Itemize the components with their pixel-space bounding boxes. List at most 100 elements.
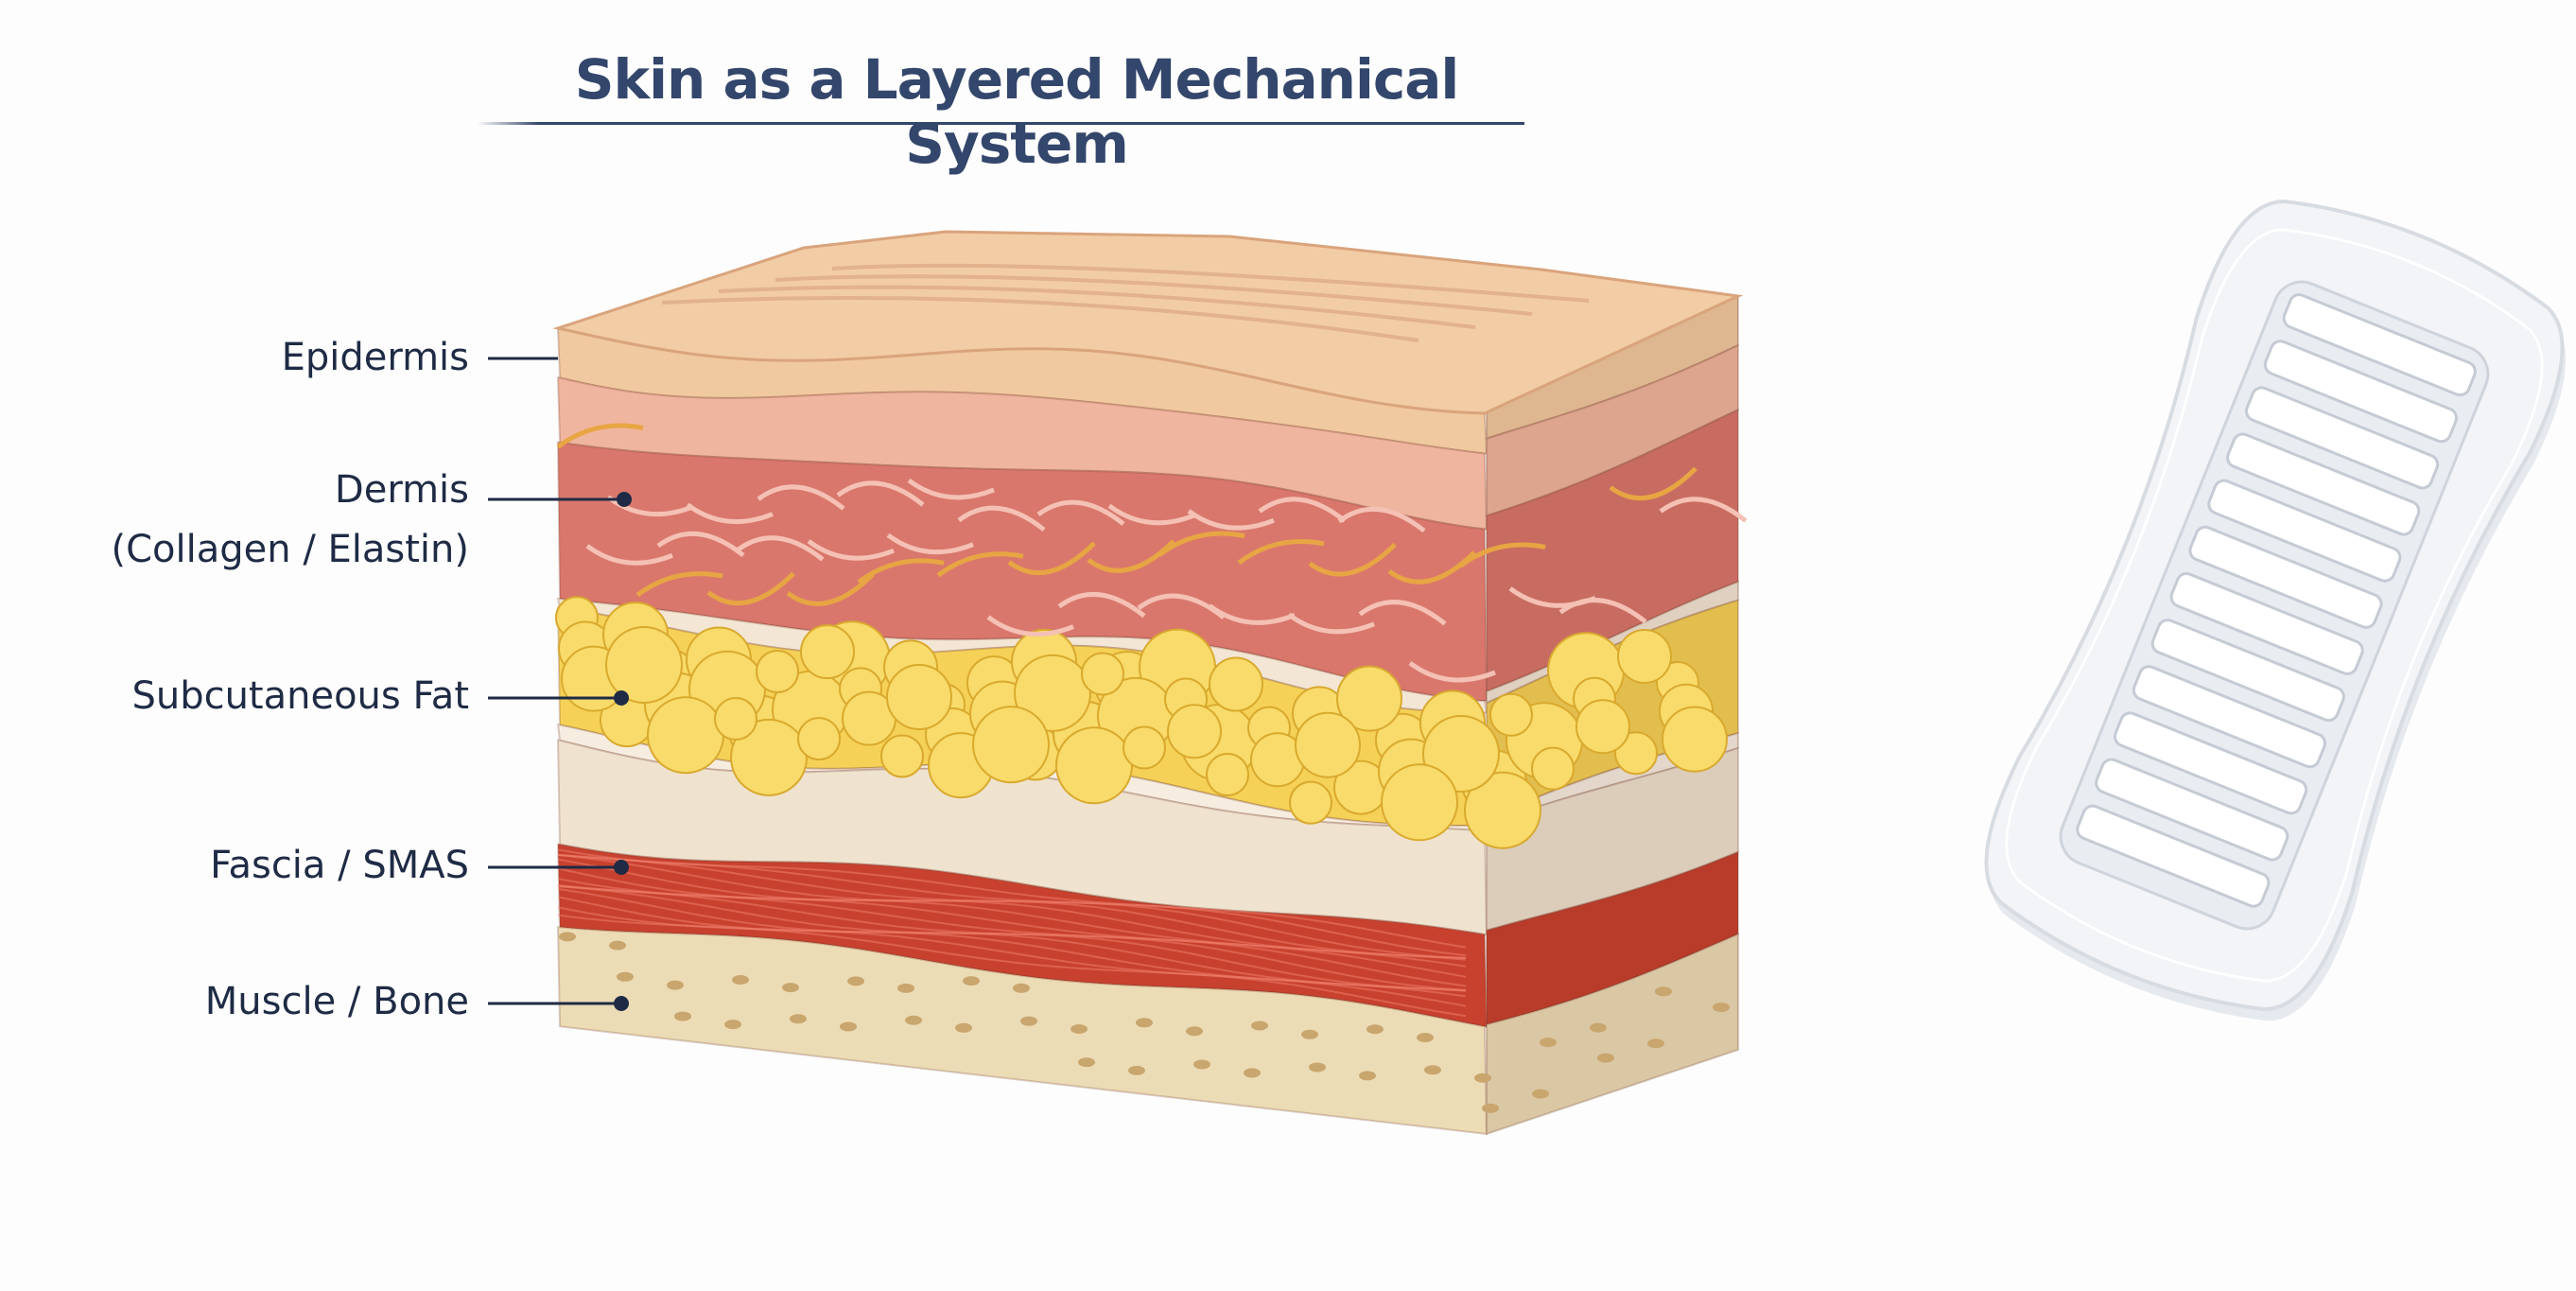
patch-rib [2076,804,2271,908]
collagen-fiber [757,484,845,511]
fat-globule [797,717,841,761]
fat-globule [1295,711,1361,778]
bone-pore [559,932,576,942]
title-underline [477,122,1524,125]
collagen-fiber [1358,600,1447,626]
patch-rib [2282,293,2477,397]
collagen-fiber [635,571,723,598]
bone-pore [1532,1089,1549,1099]
fat-globule [886,664,952,731]
label-subcutaneous-fat: Subcutaneous Fat [131,674,469,718]
bone-pore [1136,1018,1153,1028]
bone-pore [724,1020,741,1030]
muscle-fiber [557,883,1467,987]
collagen-fiber [836,480,925,507]
fat-globule [1614,731,1658,776]
muscle-fiber [557,884,1467,992]
fat-globule [730,718,808,796]
patch-rib [2113,711,2308,815]
collagen-fiber [1057,591,1146,619]
bone-pore [1359,1071,1376,1081]
fat-globule [756,650,799,694]
bone-pore [782,983,799,993]
bone-pore [840,1021,857,1032]
collagen-fiber [656,531,745,558]
leader-dot-fascia [614,860,629,875]
muscle-fiber [557,854,1467,959]
collagen-fiber [1258,497,1347,523]
leader-dot-fat [614,690,629,706]
fat-globule [880,734,924,778]
patch-rib [2188,525,2383,629]
bone-pore [1597,1053,1614,1063]
bone-pore [1424,1065,1441,1075]
leader-dot-muscle [614,996,629,1011]
fat-globule [1206,752,1249,796]
patch-rib [2132,665,2327,769]
patch-inner-edge [2005,228,2544,983]
patch-rib [2095,758,2289,862]
collagen-fiber [1137,593,1226,619]
collagen-fiber [986,615,1074,637]
collagen-fiber [556,423,644,449]
adhesive-patch-illustration [1984,199,2567,1021]
collagen-fiber [1187,509,1275,531]
bone-pore [1590,1022,1607,1033]
fat-globule [1336,665,1402,732]
side-bone-layer [1486,933,1739,1136]
bone-pore [1309,1062,1326,1073]
collagen-fiber [886,532,974,555]
fat-globule [1014,654,1091,732]
collagen-fiber [1387,550,1476,584]
label-leader-lines [488,357,632,1011]
bone-pore [1417,1032,1434,1042]
bone-pore [1366,1024,1384,1035]
collagen-fiber [907,478,995,500]
bone-pore [617,971,634,982]
bone-pore [1251,1021,1268,1031]
collagen-fiber [1408,660,1496,683]
fat-globule [1123,725,1166,770]
patch-rib [2169,571,2364,675]
label-muscle-bone: Muscle / Bone [204,980,469,1023]
bone-pore [674,1011,691,1021]
bone-pore [609,940,626,951]
fat-globule [714,697,757,741]
collagen-fiber [585,544,673,566]
fat-globule [1617,629,1672,685]
fat-globule [647,696,724,775]
fat-globule [605,625,683,704]
fat-globule [1531,746,1575,791]
fat-globule [1167,704,1222,759]
collagen-fiber [736,535,825,562]
fat-globule [1289,780,1332,825]
bone-pore [1020,1016,1037,1026]
patch-rib [2226,432,2421,536]
collagen-fiber [1308,543,1397,577]
muscle-fiber [557,853,1467,957]
bone-pore [1193,1059,1210,1070]
bone-pore [1013,983,1030,993]
fat-globule [972,706,1050,784]
bone-pore [1474,1073,1491,1083]
collagen-fiber [1036,499,1125,526]
bone-pore [1244,1068,1261,1078]
collagen-fiber [1337,506,1426,533]
fat-globule [1055,726,1133,805]
fat-globule [1464,771,1541,849]
fat-globule [1662,706,1728,773]
label-epidermis: Epidermis [281,336,469,379]
label-fascia-smas: Fascia / SMAS [210,844,469,887]
collagen-fiber [857,558,945,584]
fat-globule [1575,699,1630,755]
bone-pore [897,983,914,993]
bone-pore [1070,1023,1088,1034]
bone-pore [905,1015,922,1025]
fat-globule [1489,692,1533,737]
collagen-fiber [936,551,1024,578]
collagen-fiber [1558,598,1647,624]
collagen-fiber [1287,612,1375,635]
skin-surface-wrinkle [775,274,1533,316]
fat-globule [800,624,855,680]
bone-pore [667,980,684,990]
